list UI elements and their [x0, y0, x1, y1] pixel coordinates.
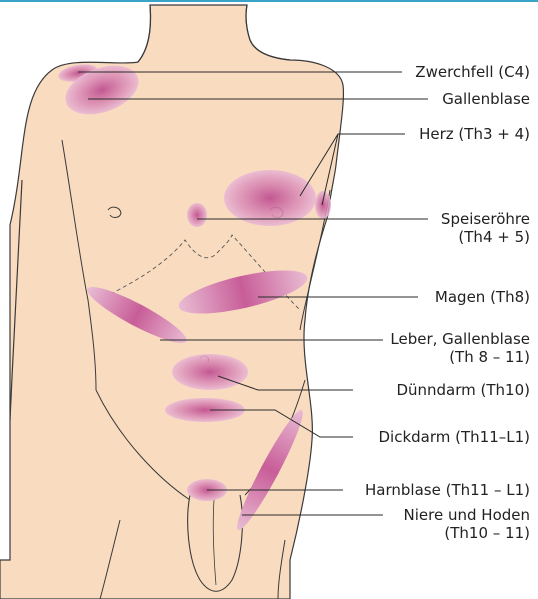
zone-duenndarm — [172, 354, 248, 390]
label-duenndarm: Dünndarm (Th10) — [396, 381, 530, 399]
zone-herz-arm — [315, 191, 331, 219]
zone-speiseroehre — [187, 203, 207, 227]
label-speiseroehre: Speiseröhre (Th4 + 5) — [441, 210, 530, 246]
label-leber-line2: (Th 8 – 11) — [390, 348, 530, 366]
label-speiseroehre-line1: Speiseröhre — [441, 210, 530, 228]
label-leber-line1: Leber, Gallenblase — [390, 330, 530, 348]
label-harnblase: Harnblase (Th11 – L1) — [365, 481, 530, 499]
label-dickdarm: Dickdarm (Th11–L1) — [378, 428, 530, 446]
zone-herz — [224, 170, 316, 226]
label-niere: Niere und Hoden (Th10 – 11) — [404, 506, 530, 542]
label-leber: Leber, Gallenblase (Th 8 – 11) — [390, 330, 530, 366]
label-gallenblase: Gallenblase — [442, 90, 530, 108]
label-speiseroehre-line2: (Th4 + 5) — [441, 228, 530, 246]
label-niere-line1: Niere und Hoden — [404, 506, 530, 524]
label-niere-line2: (Th10 – 11) — [404, 524, 530, 542]
label-herz: Herz (Th3 + 4) — [419, 125, 530, 143]
label-zwerchfell: Zwerchfell (C4) — [415, 63, 530, 81]
label-magen: Magen (Th8) — [435, 288, 530, 306]
